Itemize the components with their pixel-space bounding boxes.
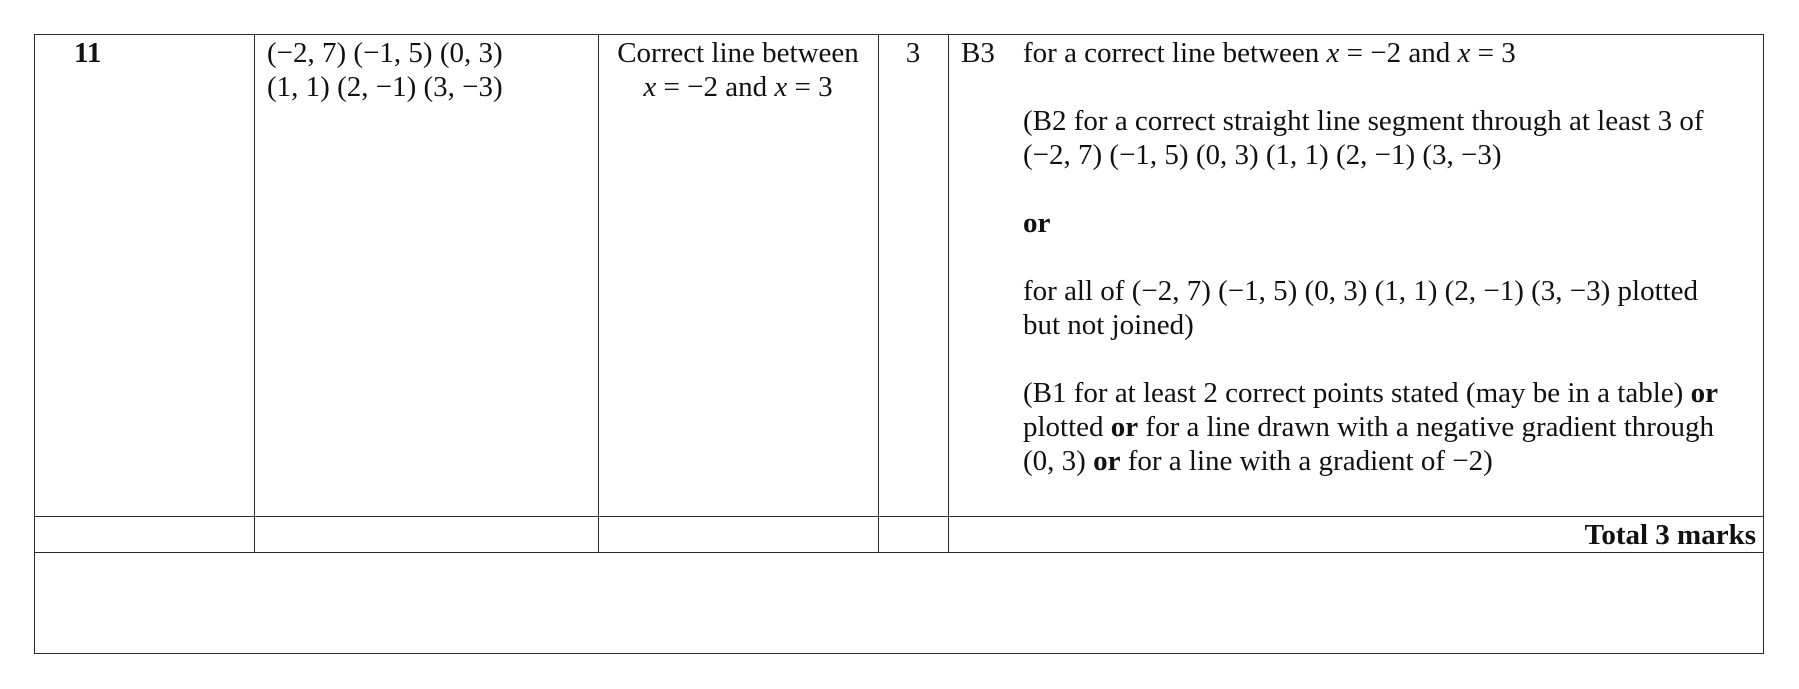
working-line: (−2, 7) (−1, 5) (0, 3) — [267, 37, 503, 69]
answer-text: = 3 — [787, 71, 833, 103]
mark-code: B3 — [961, 37, 995, 69]
row-divider — [34, 516, 1764, 517]
question-number: 11 — [74, 37, 102, 69]
total-marks: Total 3 marks — [1584, 519, 1756, 551]
note-text: (B2 for a correct straight line segment … — [1023, 105, 1704, 137]
answer-cell: Correct line between x = −2 and x = 3 — [598, 36, 878, 104]
math-variable: x — [1457, 37, 1471, 69]
working-line: (1, 1) (2, −1) (3, −3) — [267, 71, 503, 103]
note-text: plotted — [1023, 411, 1111, 443]
note-or-word: or — [1110, 411, 1139, 443]
note-text: for a line drawn with a negative gradien… — [1138, 411, 1714, 443]
math-variable: x — [643, 71, 657, 103]
guidance-notes: for a correct line between x = −2 and x … — [1023, 36, 1759, 478]
note-text: (−2, 7) (−1, 5) (0, 3) (1, 1) (2, −1) (3… — [1023, 139, 1502, 171]
note-all-plotted: for all of (−2, 7) (−1, 5) (0, 3) (1, 1)… — [1023, 274, 1759, 342]
column-divider — [598, 34, 599, 552]
column-divider — [254, 34, 255, 552]
note-or-word: or — [1093, 445, 1121, 477]
answer-text: = −2 and — [656, 71, 775, 103]
column-divider — [878, 34, 879, 552]
math-variable: x — [1326, 37, 1340, 69]
note-b1: (B1 for at least 2 correct points stated… — [1023, 376, 1759, 478]
working-cell: (−2, 7) (−1, 5) (0, 3) (1, 1) (2, −1) (3… — [254, 36, 598, 104]
note-text: for a correct line between — [1023, 37, 1327, 69]
note-or: or — [1023, 207, 1051, 239]
note-text: = −2 and — [1339, 37, 1458, 69]
row-divider — [34, 552, 1764, 553]
mark-value: 3 — [905, 37, 921, 69]
math-variable: x — [774, 71, 788, 103]
note-text: for a line with a gradient of −2) — [1120, 445, 1493, 477]
column-divider — [948, 34, 949, 552]
note-text: (0, 3) — [1023, 445, 1094, 477]
note-text: for all of (−2, 7) (−1, 5) (0, 3) (1, 1)… — [1023, 275, 1699, 307]
answer-line: x = −2 and x = 3 — [598, 70, 878, 104]
note-b2: (B2 for a correct straight line segment … — [1023, 104, 1759, 172]
note-or-word: or — [1690, 377, 1718, 409]
note-text: (B1 for at least 2 correct points stated… — [1023, 377, 1691, 409]
mark-scheme-table — [34, 34, 1764, 654]
note-text: but not joined) — [1023, 309, 1194, 341]
note-b3: for a correct line between x = −2 and x … — [1023, 36, 1759, 70]
answer-line: Correct line between — [617, 37, 859, 69]
note-text: = 3 — [1470, 37, 1516, 69]
